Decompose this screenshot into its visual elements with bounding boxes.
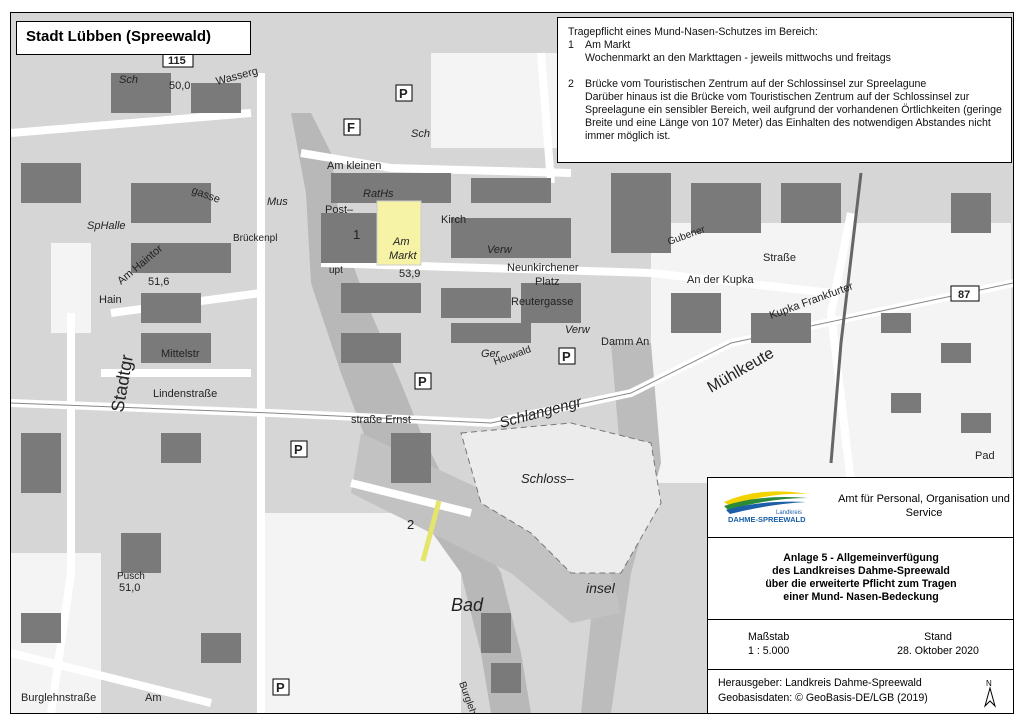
north-arrow-icon: N bbox=[984, 679, 996, 708]
parking-label: P bbox=[276, 680, 285, 695]
svg-text:DAHME-SPREEWALD: DAHME-SPREEWALD bbox=[728, 515, 806, 524]
map-label-kirchg: Kirch bbox=[441, 214, 466, 226]
map-label-verw2: Verw bbox=[565, 324, 591, 336]
info-box: Tragepflicht eines Mund-Nasen-Schutzes i… bbox=[557, 17, 1012, 163]
parking-label: P bbox=[399, 86, 408, 101]
map-label-pad: Pad bbox=[975, 450, 995, 462]
svg-text:Landkreis: Landkreis bbox=[776, 510, 802, 516]
map-frame: P P P P P F 115 87 1 2 50,0 53,9 51,6 51… bbox=[10, 12, 1014, 714]
map-label-raths: RatHs bbox=[363, 188, 394, 200]
svg-text:N: N bbox=[986, 679, 992, 688]
map-label-amam: Am bbox=[145, 692, 162, 704]
legend-amt: Landkreis DAHME-SPREEWALD Amt für Person… bbox=[708, 478, 1013, 538]
area-1-am-markt[interactable] bbox=[376, 200, 422, 266]
scale-label: Maßstab bbox=[748, 631, 790, 643]
map-label-mus: Mus bbox=[267, 196, 288, 208]
map-label-ger: Ger bbox=[481, 348, 501, 360]
parking-label: P bbox=[418, 374, 427, 389]
scale-value: 1 : 5.000 bbox=[748, 645, 790, 657]
map-label-bruckenpl: Brückenpl bbox=[233, 233, 277, 244]
map-label-schlossinsel2: insel bbox=[586, 580, 616, 596]
publisher-text: Herausgeber: Landkreis Dahme-Spreewald bbox=[718, 677, 922, 689]
area-marker-1: 1 bbox=[353, 227, 360, 242]
map-label-strasse: Straße bbox=[763, 252, 796, 264]
area-markers: 1 2 bbox=[353, 227, 414, 532]
legend-scale: Maßstab 1 : 5.000 Stand 28. Oktober 2020 bbox=[708, 620, 1013, 670]
svg-text:50,0: 50,0 bbox=[169, 80, 190, 92]
info-heading: Tragepflicht eines Mund-Nasen-Schutzes i… bbox=[568, 26, 818, 38]
date-value: 28. Oktober 2020 bbox=[897, 645, 979, 657]
map-label-poststr: Post– bbox=[325, 204, 354, 216]
map-label-reutergasse: Reutergasse bbox=[511, 296, 573, 308]
road-badges: 115 87 bbox=[162, 52, 980, 302]
map-label-puschkin: Pusch bbox=[117, 571, 145, 582]
elevations: 50,0 53,9 51,6 51,0 bbox=[119, 80, 420, 594]
map-label-am-markt-1: Am bbox=[392, 236, 410, 248]
map-label-verw1: Verw bbox=[487, 244, 513, 256]
map-label-sphalle: SpHalle bbox=[87, 220, 126, 232]
map-label-kupka: An der Kupka bbox=[687, 274, 755, 286]
map-label-mittelstr: Mittelstr bbox=[161, 348, 200, 360]
map-label-ernst: straße Ernst bbox=[351, 414, 411, 426]
area-marker-2: 2 bbox=[407, 517, 414, 532]
date-label: Stand bbox=[924, 631, 952, 643]
railway bbox=[829, 172, 863, 464]
info-item-2: 2 Brücke vom Touristischen Zentrum auf d… bbox=[568, 78, 1002, 142]
legend-panel: Landkreis DAHME-SPREEWALD Amt für Person… bbox=[707, 477, 1013, 713]
fuel-label: F bbox=[347, 120, 355, 135]
svg-text:53,9: 53,9 bbox=[399, 268, 420, 280]
map-label-damm: Damm An bbox=[601, 336, 649, 348]
map-label-hauptstr: upt bbox=[329, 265, 343, 276]
map-label-lindenstr: Lindenstraße bbox=[153, 388, 217, 400]
parking-label: P bbox=[562, 349, 571, 364]
landkreis-logo-icon: Landkreis DAHME-SPREEWALD bbox=[724, 491, 808, 524]
geobasis-text: Geobasisdaten: © GeoBasis-DE/LGB (2019) bbox=[718, 692, 928, 704]
map-title: Stadt Lübben (Spreewald) bbox=[16, 21, 251, 55]
map-label-amkleinen: Am kleinen bbox=[327, 160, 381, 172]
map-label-sch2: Sch bbox=[411, 128, 430, 140]
schlossinsel[interactable] bbox=[460, 422, 662, 574]
road-badge-87: 87 bbox=[958, 289, 970, 301]
map-label-bad: Bad bbox=[451, 595, 484, 615]
map-label-schlossinsel1: Schloss– bbox=[521, 471, 575, 486]
map-label-sch1: Sch bbox=[119, 74, 138, 86]
buildings bbox=[21, 73, 991, 693]
map-label-am-markt-2: Markt bbox=[389, 250, 417, 262]
area-2-bridge[interactable] bbox=[420, 500, 442, 562]
map-label-neunkirchener: Neunkirchener bbox=[507, 262, 579, 274]
map-label-hainstr: Hain bbox=[99, 294, 122, 306]
legend-publisher: Herausgeber: Landkreis Dahme-Spreewald G… bbox=[708, 670, 1013, 713]
map-label-platz: Platz bbox=[535, 276, 559, 288]
road-badge-115: 115 bbox=[168, 55, 186, 67]
parking-label: P bbox=[294, 442, 303, 457]
parking-markers: P P P P P F bbox=[272, 84, 576, 696]
svg-text:51,0: 51,0 bbox=[119, 582, 140, 594]
svg-text:51,6: 51,6 bbox=[148, 276, 169, 288]
map-label-burglehnstr: Burglehnstraße bbox=[21, 692, 96, 704]
amt-text: Amt für Personal, Organisation und Servi… bbox=[838, 493, 1010, 519]
